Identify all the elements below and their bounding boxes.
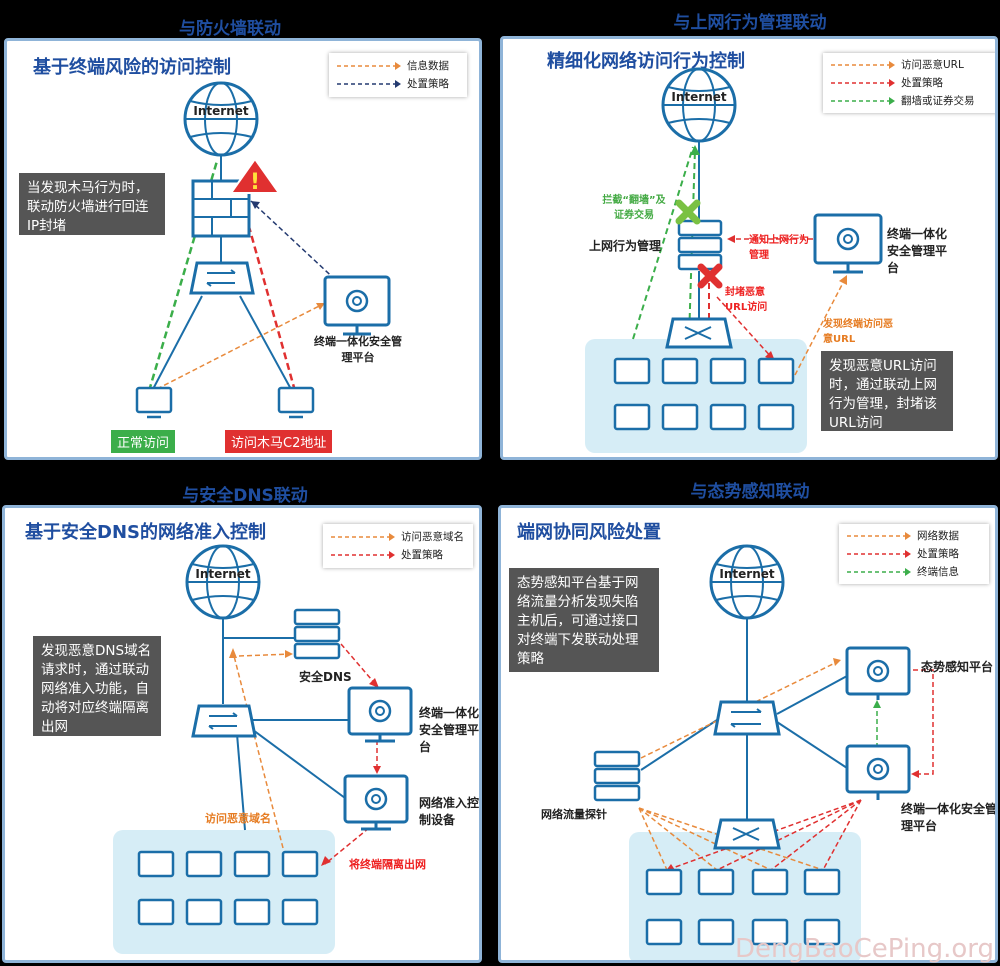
pc-grid	[137, 850, 319, 926]
dns-label: 安全DNS	[299, 670, 352, 684]
switch-icon	[191, 704, 257, 738]
mgmt-platform-icon	[813, 213, 883, 274]
internet-globe-icon	[661, 67, 737, 143]
panel-behavior-lines: Internet	[613, 67, 883, 431]
description-box: 发现恶意DNS域名请求时，通过联动网络准入功能，自动将对应终端隔离出网	[33, 636, 161, 736]
internet-globe-icon	[183, 81, 259, 157]
core-switch-icon	[713, 700, 781, 736]
mgmt-platform-label: 终端一体化安全管理平台	[419, 706, 480, 754]
section-title-situation: 与态势感知联动	[690, 482, 810, 502]
server-icon	[677, 219, 723, 271]
found-url-label: 发现终端访问恶意URL	[823, 319, 893, 345]
legend-item-info: 信息数据	[329, 57, 467, 75]
probe-server-icon	[593, 750, 641, 802]
switch-icon	[189, 261, 255, 295]
panel-dns-lines: Internet	[137, 544, 413, 926]
section-title-dns: 与安全DNS联动	[182, 486, 308, 506]
panel-firewall-lines: Internet !	[135, 81, 391, 419]
panel-title: 精细化网络访问行为控制	[547, 51, 745, 72]
trojan-access-tag: 访问木马C2地址	[225, 430, 333, 453]
panel-dns: 基于安全DNS的网络准入控制 访问恶意域名 处置策略 Internet	[2, 505, 482, 963]
legend: 访问恶意URL 处置策略 翻墙或证券交易	[823, 53, 995, 113]
mgmt-platform-icon	[323, 275, 391, 336]
notify-label: 通知上网行为管理	[749, 235, 809, 261]
panel-title: 端网协同风险处置	[517, 522, 661, 543]
terminal-zone	[113, 830, 335, 954]
mgmt-platform-label: 终端一体化安全管理平台	[901, 802, 998, 833]
mgmt-platform-label: 终端一体化安全管理平台	[314, 335, 402, 364]
description-box: 发现恶意URL访问时，通过联动上网行为管理，封堵该URL访问	[821, 351, 953, 431]
legend: 网络数据 处置策略 终端信息	[839, 524, 989, 584]
internet-label: Internet	[671, 90, 726, 104]
legend-item-policy: 处置策略	[823, 74, 995, 92]
mgmt-platform-label: 终端一体化安全管理平台	[887, 227, 948, 275]
legend-item-policy: 处置策略	[323, 546, 473, 564]
dns-server-icon	[293, 608, 341, 660]
block-url-label: 封堵恶意URL访问	[725, 287, 768, 313]
pc-icon	[277, 386, 315, 419]
isolate-label: 将终端隔离出网	[349, 858, 426, 871]
legend-item-domain: 访问恶意域名	[323, 528, 473, 546]
panel-title: 基于安全DNS的网络准入控制	[25, 522, 266, 543]
internet-label: Internet	[719, 567, 774, 581]
legend: 信息数据 处置策略	[329, 53, 467, 97]
domain-access-label: 访问恶意域名	[205, 812, 271, 825]
behavior-device-label: 上网行为管理	[589, 239, 662, 253]
switch-icon	[665, 317, 733, 349]
allow-x-icon	[675, 199, 701, 225]
panel-situation: 端网协同风险处置 网络数据 处置策略 终端信息 Internet	[498, 505, 998, 963]
internet-label: Internet	[193, 104, 248, 118]
internet-globe-icon	[185, 544, 261, 620]
access-switch-icon	[713, 818, 781, 850]
warning-icon: !	[229, 157, 281, 195]
nac-label: 网络准入控制设备	[419, 796, 480, 827]
situation-platform-label: 态势感知平台	[921, 660, 994, 674]
pc-grid	[613, 357, 795, 431]
description-box: 当发现木马行为时，联动防火墙进行回连IP封堵	[19, 173, 165, 235]
legend-item-policy: 处置策略	[839, 545, 989, 563]
panel-behavior: 精细化网络访问行为控制 访问恶意URL 处置策略 翻墙或证券交易 Interne…	[500, 36, 998, 460]
normal-access-tag: 正常访问	[111, 430, 176, 453]
mgmt-platform-icon	[347, 686, 413, 743]
block-x-icon	[697, 263, 723, 289]
svg-text:!: !	[250, 170, 260, 195]
nac-device-icon	[343, 774, 409, 831]
section-title-behavior: 与上网行为管理联动	[673, 13, 827, 33]
watermark: DengBaoCePing.org	[734, 934, 994, 964]
legend-item-network: 网络数据	[839, 527, 989, 545]
legend-item-url: 访问恶意URL	[823, 56, 995, 74]
legend: 访问恶意域名 处置策略	[323, 524, 473, 568]
internet-label: Internet	[195, 567, 250, 581]
legend-item-policy: 处置策略	[329, 75, 467, 93]
probe-label: 网络流量探针	[541, 808, 607, 821]
legend-item-terminal: 终端信息	[839, 563, 989, 581]
section-title-firewall: 与防火墙联动	[179, 19, 281, 39]
pc-icon	[135, 386, 173, 419]
description-box: 态势感知平台基于网络流量分析发现失陷主机后，可通过接口对终端下发联动处理策略	[509, 568, 659, 672]
internet-globe-icon	[709, 544, 785, 620]
mgmt-platform-icon	[845, 744, 911, 800]
situation-platform-icon	[845, 646, 911, 700]
legend-item-trade: 翻墙或证券交易	[823, 92, 995, 110]
panel-firewall: 基于终端风险的访问控制 信息数据 处置策略 Internet	[4, 38, 482, 460]
pc-grid	[645, 868, 841, 946]
panel-situation-lines: Internet	[593, 544, 934, 946]
block-trade-label: 拦截“翻墙”及证券交易	[602, 195, 666, 221]
panel-title: 基于终端风险的访问控制	[33, 57, 231, 78]
